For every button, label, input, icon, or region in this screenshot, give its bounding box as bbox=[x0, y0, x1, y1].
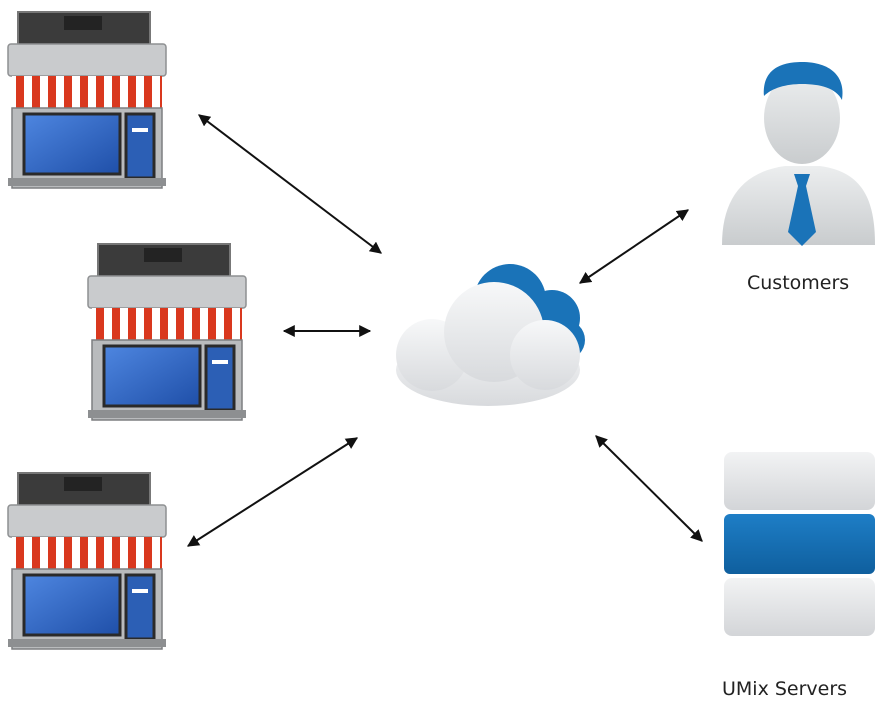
customers-label: Customers bbox=[747, 272, 850, 294]
server-stack-icon bbox=[724, 452, 875, 636]
servers-label: UMix Servers bbox=[722, 678, 848, 700]
arrow-cloud-servers bbox=[595, 435, 703, 542]
arrow-store3-cloud bbox=[186, 437, 359, 547]
arrow-cloud-customers bbox=[579, 209, 689, 284]
connectors bbox=[186, 114, 703, 547]
cloud-icon bbox=[396, 264, 585, 406]
arrow-store1-cloud bbox=[198, 114, 382, 254]
store-icon-1 bbox=[6, 10, 168, 190]
store-icon-2 bbox=[86, 242, 248, 422]
store-icon-3 bbox=[6, 471, 168, 651]
person-icon bbox=[722, 62, 875, 246]
